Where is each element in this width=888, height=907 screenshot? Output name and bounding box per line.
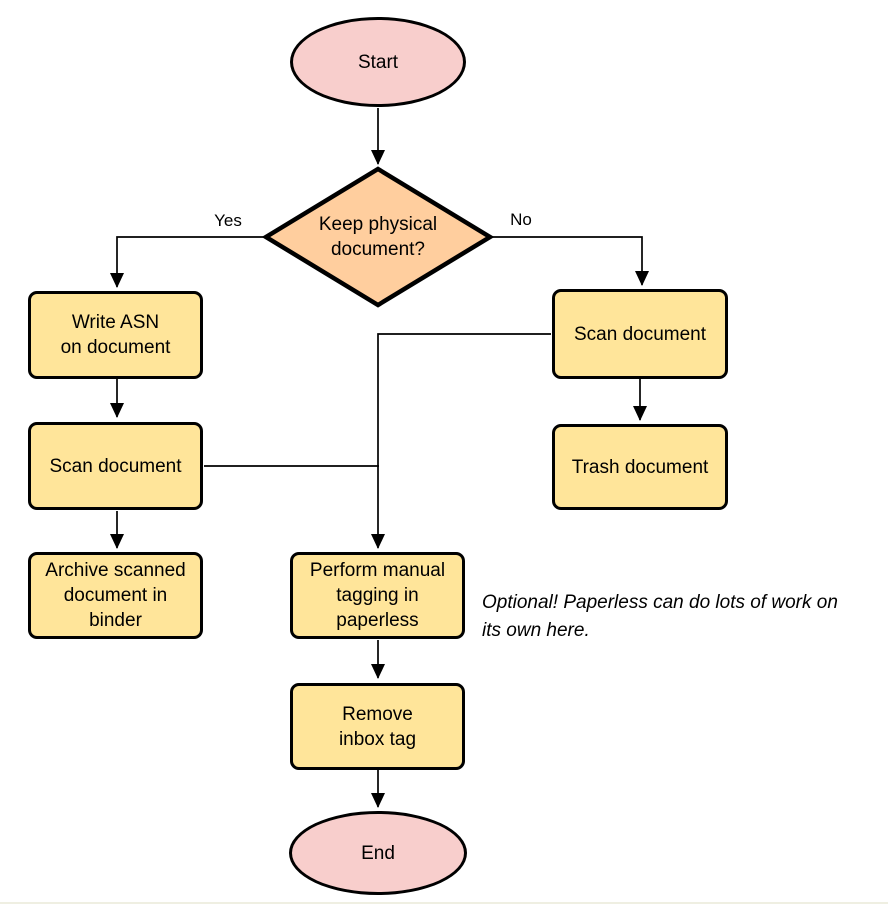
node-scan-document-right: Scan document bbox=[552, 289, 728, 379]
edge-label-yes: Yes bbox=[214, 211, 242, 230]
node-perform-manual-tagging: Perform manual tagging in paperless bbox=[290, 552, 465, 639]
node-write-asn-on-document: Write ASN on document bbox=[28, 291, 203, 379]
node-keep-physical-document-label: Keep physical document? bbox=[318, 214, 438, 260]
edge-decision-yes-to-write-asn bbox=[110, 236, 266, 288]
node-end: End bbox=[289, 811, 467, 895]
page-bottom-divider bbox=[0, 902, 888, 904]
edge-decision-no-to-scan-right bbox=[490, 236, 649, 286]
node-archive-scanned-document: Archive scanned document in binder bbox=[28, 552, 203, 639]
node-remove-inbox-tag: Remove inbox tag bbox=[290, 683, 465, 770]
optional-note: Optional! Paperless can do lots of work … bbox=[482, 592, 838, 641]
node-scan-document-left: Scan document bbox=[28, 422, 203, 510]
node-trash-document: Trash document bbox=[552, 424, 728, 510]
node-start: Start bbox=[290, 17, 466, 107]
edge-scan-right-to-perform-tagging bbox=[371, 333, 551, 549]
edge-label-no: No bbox=[510, 210, 532, 229]
node-keep-physical-document-shape bbox=[261, 166, 495, 308]
